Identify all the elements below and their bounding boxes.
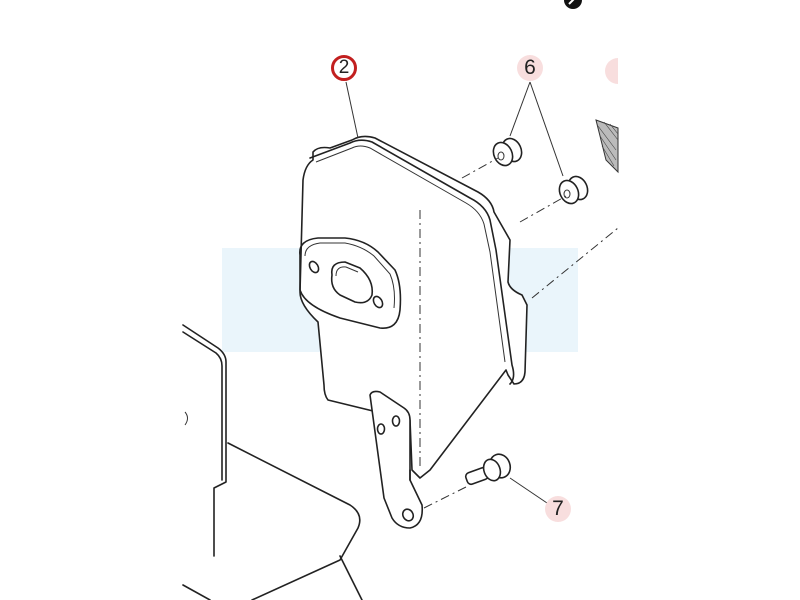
leader-line-2 (345, 81, 359, 139)
grommet-part[interactable] (556, 173, 591, 206)
spark-arrester-screen-part[interactable] (595, 119, 619, 174)
callout-6[interactable]: 6 (517, 55, 543, 81)
edit-pencil-icon[interactable] (564, 0, 582, 9)
callout-2[interactable]: 2 (331, 55, 357, 81)
frame-bracket-part (182, 324, 363, 600)
callout-5[interactable]: 5 (605, 58, 618, 84)
callout-7[interactable]: 7 (545, 496, 571, 522)
grommet-part[interactable] (490, 135, 525, 168)
muffler-part[interactable] (299, 135, 528, 529)
bolt-part[interactable] (464, 451, 514, 486)
